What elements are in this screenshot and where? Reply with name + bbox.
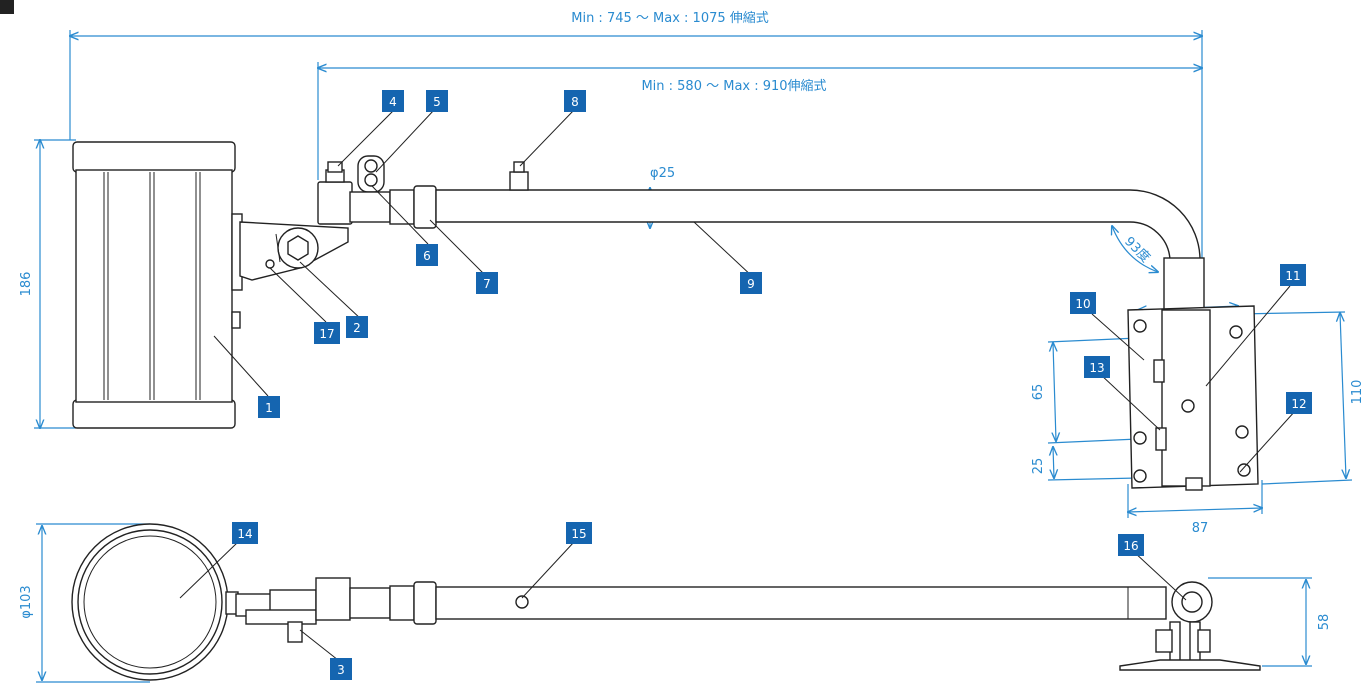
dimension-light-diameter: φ103	[19, 523, 150, 683]
mounting-plate	[1127, 305, 1259, 491]
pipe-diameter-label: φ25	[650, 166, 675, 181]
part-badge-14: 14	[232, 522, 258, 544]
part-badge-17: 17	[314, 322, 340, 344]
svg-text:9: 9	[747, 277, 755, 291]
dimension-bend-angle: 93度	[1112, 226, 1158, 272]
leader-lines	[179, 109, 1297, 661]
part-badge-13: 13	[1084, 356, 1110, 378]
light-round-side	[71, 523, 239, 681]
svg-text:8: 8	[571, 95, 579, 109]
part-badge-2: 2	[346, 316, 368, 338]
svg-text:14: 14	[237, 527, 252, 541]
svg-text:16: 16	[1123, 539, 1138, 553]
dimension-plate-hole-pitch: 65	[1031, 337, 1139, 444]
part-badge-6: 6	[416, 244, 438, 266]
part-badge-4: 4	[382, 90, 404, 112]
plate-width-label: 87	[1192, 521, 1209, 536]
dimension-light-height: 186	[19, 140, 76, 428]
part-badge-8: 8	[564, 90, 586, 112]
dimension-plate-height: 110	[1237, 311, 1365, 485]
plate-height-label: 110	[1350, 380, 1365, 405]
part-badge-15: 15	[566, 522, 592, 544]
svg-text:12: 12	[1291, 397, 1306, 411]
light-diameter-label: φ103	[19, 585, 34, 618]
svg-text:17: 17	[319, 327, 334, 341]
svg-text:3: 3	[337, 663, 345, 677]
svg-text:7: 7	[483, 277, 491, 291]
svg-text:5: 5	[433, 95, 441, 109]
base-height-label: 58	[1317, 614, 1332, 631]
arm-front	[317, 155, 1205, 311]
svg-text:1: 1	[265, 401, 273, 415]
dimension-plate-width: 87	[1128, 480, 1262, 536]
base-side	[1119, 581, 1261, 671]
part-badge-11: 11	[1280, 264, 1306, 286]
svg-text:6: 6	[423, 249, 431, 263]
svg-text:4: 4	[389, 95, 397, 109]
dimension-base-height: 58	[1208, 577, 1332, 667]
part-badge-5: 5	[426, 90, 448, 112]
part-badge-10: 10	[1070, 292, 1096, 314]
light-height-label: 186	[19, 272, 34, 297]
svg-text:15: 15	[571, 527, 586, 541]
part-badge-12: 12	[1286, 392, 1312, 414]
svg-text:11: 11	[1285, 269, 1300, 283]
overall-length-label: Min : 745 〜 Max : 1075 伸縮式	[571, 10, 769, 26]
part-badge-16: 16	[1118, 534, 1144, 556]
svg-text:13: 13	[1089, 361, 1104, 375]
plate-edge-offset-label: 25	[1031, 458, 1046, 475]
part-badge-3: 3	[330, 658, 352, 680]
bend-angle-label: 93度	[1121, 234, 1153, 266]
part-badge-9: 9	[740, 272, 762, 294]
part-badge-1: 1	[258, 396, 280, 418]
angle-bracket-front	[239, 221, 349, 281]
plate-hole-pitch-label: 65	[1031, 384, 1046, 401]
part-badge-7: 7	[476, 272, 498, 294]
arm-length-label: Min : 580 〜 Max : 910伸縮式	[641, 78, 826, 94]
dimension-plate-edge-offset: 25	[1031, 447, 1139, 481]
light-housing-front	[72, 141, 243, 429]
arm-side	[235, 577, 1167, 643]
corner-marker	[0, 0, 14, 14]
dimension-arm-length: Min : 580 〜 Max : 910伸縮式	[318, 62, 1202, 180]
svg-text:10: 10	[1075, 297, 1090, 311]
svg-text:2: 2	[353, 321, 361, 335]
